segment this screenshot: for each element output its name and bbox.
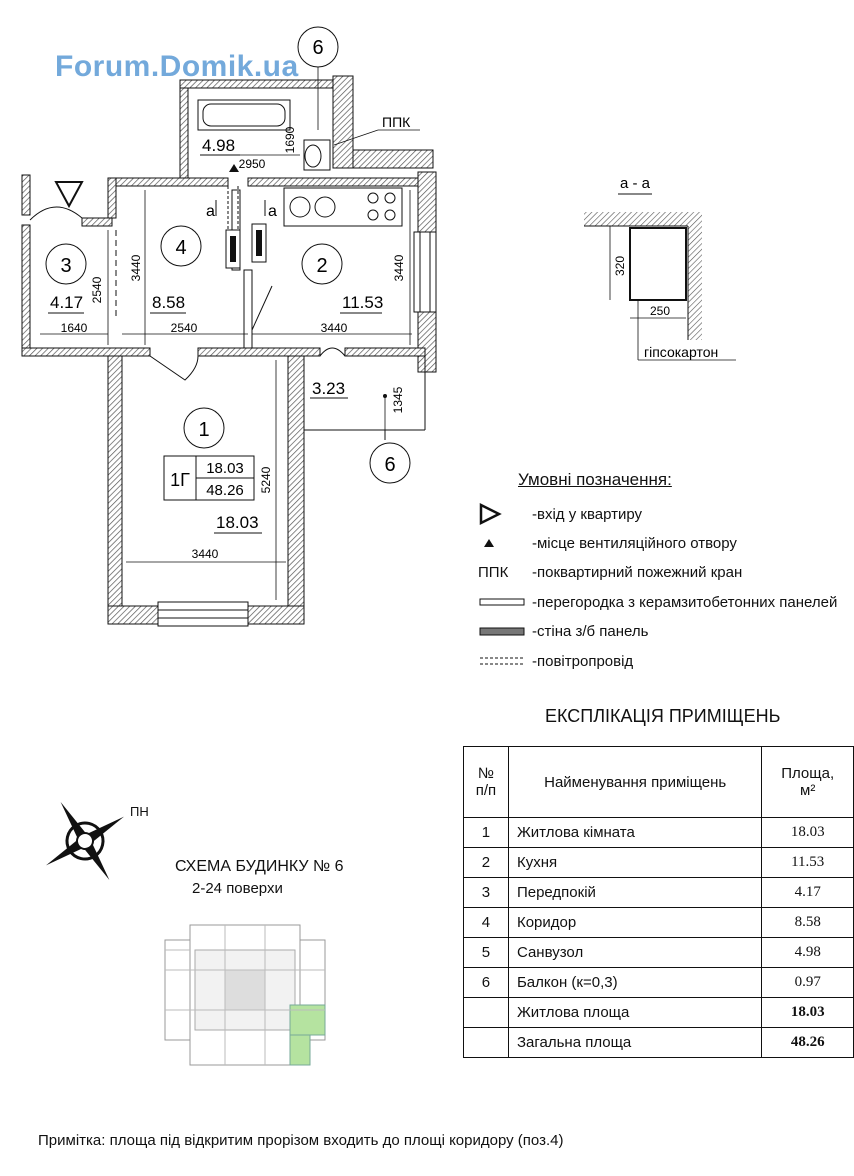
dim-hall-w: 1640: [61, 321, 88, 335]
floor-plan: 6 4 3 2 1 6 4.98 4.17 8.58 11.53 3.23 18…: [21, 26, 437, 627]
section-w: 250: [650, 304, 670, 318]
building-scheme: [164, 924, 326, 1066]
dim-balcony-h: 1345: [391, 386, 405, 413]
area-room-4: 8.58: [152, 293, 185, 312]
legend-item-duct: -повітропровід: [478, 650, 633, 672]
header-num: № п/п: [463, 746, 509, 818]
explication-table: № п/п Найменування приміщень Площа, м² 1…: [463, 746, 854, 1058]
apartment-type: 1Г: [170, 470, 190, 490]
ppk-label: ППК: [382, 114, 411, 130]
section-h: 320: [613, 256, 627, 276]
dim-kitchen-w: 3440: [321, 321, 348, 335]
legend-title: Умовні позначення:: [518, 470, 672, 489]
section-title: а - а: [620, 175, 651, 192]
room-6-number: 6: [384, 454, 395, 476]
badge-total: 48.26: [206, 482, 244, 499]
dim-bath-w: 2950: [239, 157, 266, 171]
area-room-1: 18.03: [216, 513, 259, 532]
area-room-2: 11.53: [342, 293, 383, 312]
section-mark-left: a: [206, 203, 215, 220]
header-area: Площа, м²: [761, 746, 854, 818]
room-4-number: 4: [175, 237, 186, 259]
vent-triangle-icon: [484, 539, 494, 547]
dim-corr-w: 2540: [171, 321, 198, 335]
dim-hall-h: 2540: [90, 276, 104, 303]
legend-item-ppk: ППК -поквартирний пожежний кран: [478, 563, 743, 581]
north-label: ПН: [130, 804, 149, 819]
explication-title: ЕКСПЛІКАЦІЯ ПРИМІЩЕНЬ: [545, 706, 781, 726]
room-2-number: 2: [316, 255, 327, 277]
partition-icon: [479, 598, 525, 606]
table-header: № п/п Найменування приміщень Площа, м²: [463, 746, 854, 818]
dim-living-h: 5240: [259, 466, 273, 493]
scheme-title: СХЕМА БУДИНКУ № 6: [175, 858, 344, 875]
dim-corr-h: 3440: [129, 254, 143, 281]
watermark: Forum.Domik.ua: [55, 50, 299, 83]
legend-item-entrance: -вхід у квартиру: [478, 502, 642, 526]
wall-hatch-icon: [479, 627, 525, 636]
badge-living: 18.03: [206, 460, 244, 477]
section-mark-right: a: [268, 203, 277, 220]
legend-item-partition: -перегородка з керамзитобетонних панелей: [478, 591, 837, 613]
section-detail: а - а 320 250 гіпсокартон: [584, 175, 736, 361]
note: Примітка: площа під відкритим прорізом в…: [38, 1132, 564, 1149]
area-room-5: 4.98: [202, 136, 235, 155]
entrance-triangle-icon: [479, 502, 502, 526]
header-name: Найменування приміщень: [507, 746, 763, 818]
compass-rose-icon: [45, 801, 125, 881]
dim-living-w: 3440: [192, 547, 219, 561]
section-material: гіпсокартон: [644, 344, 718, 360]
dim-bath-h: 1690: [283, 126, 297, 153]
duct-dashed-icon: [480, 657, 524, 665]
room-1-number: 1: [198, 419, 209, 441]
legend-item-wall: -стіна з/б панель: [478, 620, 648, 642]
area-room-3: 4.17: [50, 293, 83, 312]
room-5-number: 6: [312, 37, 323, 59]
scheme-floors: 2-24 поверхи: [192, 880, 283, 897]
legend-item-vent: -місце вентиляційного отвору: [478, 532, 737, 554]
dim-kitchen-h: 3440: [392, 254, 406, 281]
room-3-number: 3: [60, 255, 71, 277]
area-room-6: 3.23: [312, 379, 345, 398]
